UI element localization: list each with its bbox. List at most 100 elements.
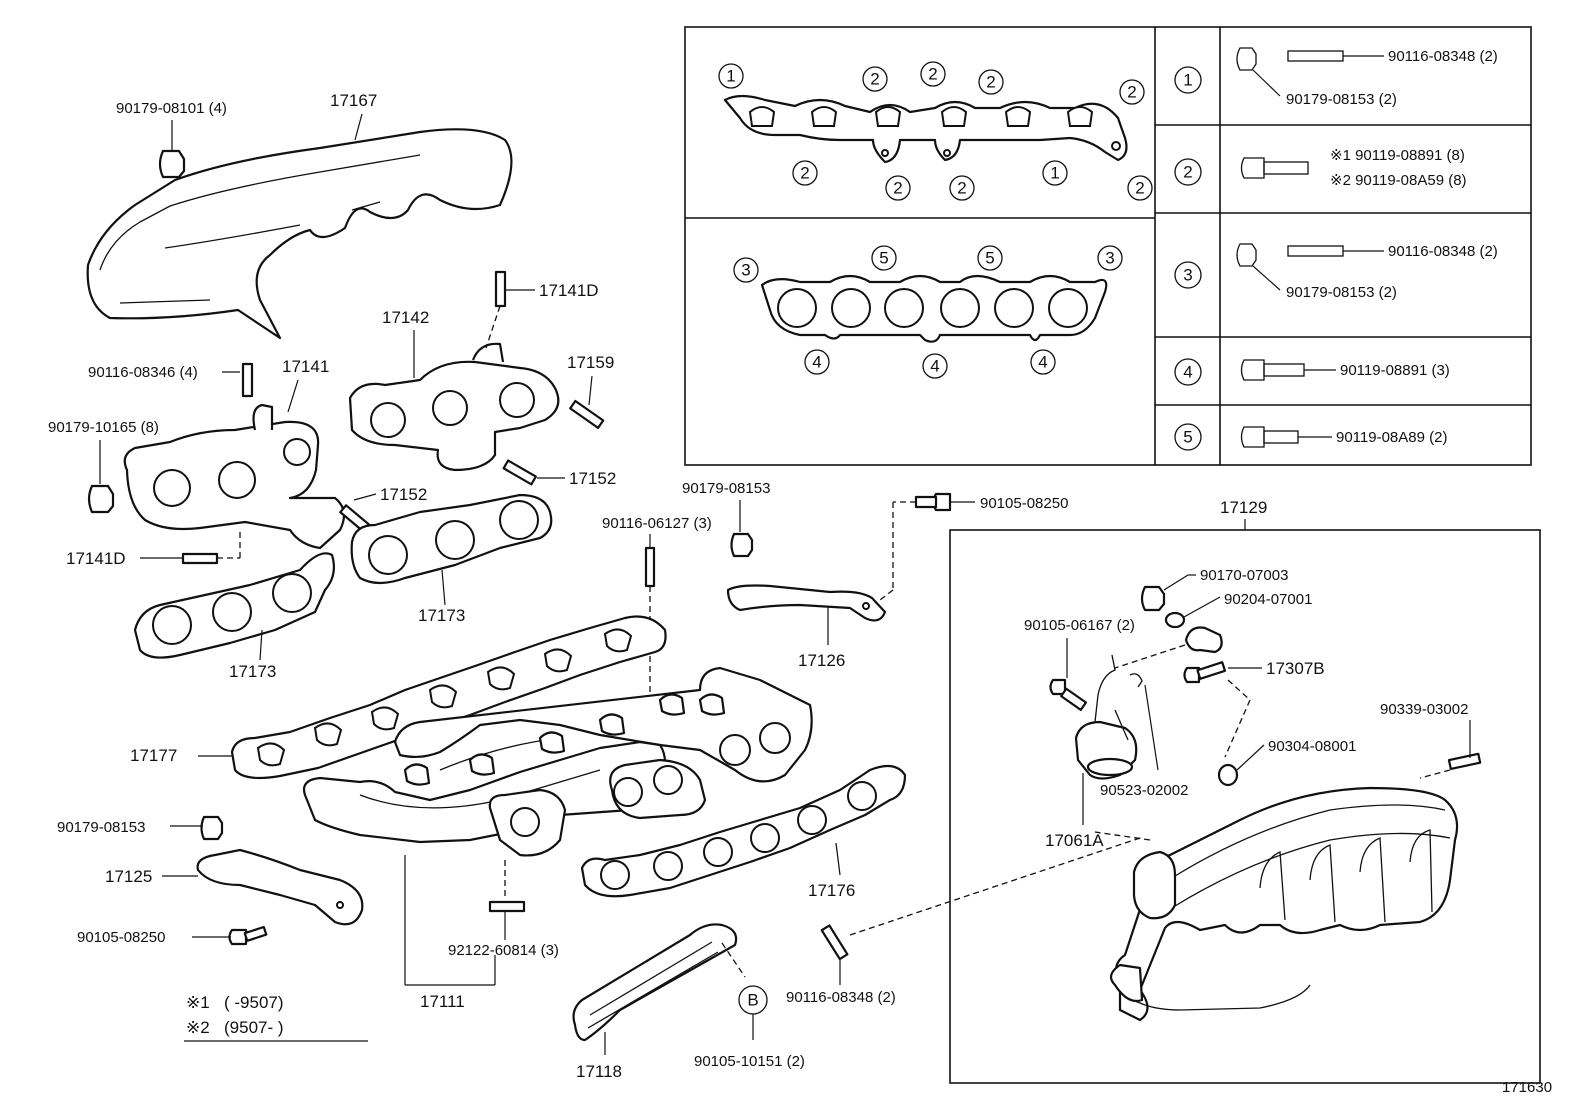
bolt-icon [1240, 359, 1336, 381]
label-17141: 17141 [282, 357, 329, 376]
label-90170-07003: 90170-07003 [1200, 567, 1288, 584]
label-17152-mid: 17152 [380, 485, 427, 504]
label-17152-right: 17152 [569, 469, 616, 488]
inset-gasket-marker: 4 [804, 349, 830, 375]
intake-gasket-17177 [230, 615, 667, 780]
svg-text:3: 3 [741, 261, 750, 280]
svg-text:5: 5 [985, 249, 994, 268]
inset-gasket-marker: 2 [978, 69, 1004, 95]
label-17159: 17159 [567, 353, 614, 372]
svg-text:1: 1 [1183, 71, 1192, 90]
washer-icon [1164, 611, 1186, 629]
label-90179-08153-top: 90179-08153 [682, 480, 770, 497]
inset-gasket-marker: 2 [862, 66, 888, 92]
label-90304-08001: 90304-08001 [1268, 738, 1356, 755]
inset-gasket-marker: 2 [1119, 79, 1145, 105]
inset-table-key: 3 [1174, 261, 1202, 289]
stud-icon [502, 459, 537, 486]
nut-icon [158, 149, 186, 179]
bolt-icon [1183, 661, 1227, 684]
svg-text:2: 2 [1183, 163, 1192, 182]
label-90116-06127: 90116-06127 (3) [602, 515, 712, 532]
svg-text:2: 2 [893, 179, 902, 198]
stay-17126 [726, 584, 887, 622]
stud-icon [494, 270, 507, 308]
label-92122-60814: 92122-60814 (3) [448, 942, 559, 959]
vsv-bracket [1184, 626, 1223, 654]
stud-icon [241, 362, 254, 398]
inset-gasket-marker: 1 [718, 63, 744, 89]
stud-icon [644, 546, 656, 588]
heat-insulator-17167 [86, 128, 513, 340]
nut-icon [1236, 47, 1281, 97]
reference-b-marker: B [738, 985, 768, 1015]
inset-row2-line2: ※2 90119-08A59 (8) [1330, 172, 1467, 189]
note-text-2: (9507- ) [224, 1018, 284, 1037]
label-17129: 17129 [1220, 498, 1267, 517]
svg-text:2: 2 [957, 179, 966, 198]
actuator-17061A [1074, 654, 1138, 780]
label-90523-02002: 90523-02002 [1100, 782, 1188, 799]
inset-row3-line1: 90116-08348 (2) [1388, 243, 1498, 260]
inset-gasket-marker: 2 [1127, 175, 1153, 201]
svg-text:4: 4 [930, 357, 939, 376]
svg-text:B: B [747, 991, 758, 1010]
stay-17125 [196, 848, 364, 926]
bolt-icon [228, 925, 268, 946]
inset-row3-line2: 90179-08153 (2) [1286, 284, 1397, 301]
label-17142: 17142 [382, 308, 429, 327]
svg-text:2: 2 [1127, 83, 1136, 102]
nut-icon [200, 815, 224, 841]
inset-gasket-marker: 1 [1042, 160, 1068, 186]
inset-gasket-upper [723, 94, 1128, 164]
label-17141D-left: 17141D [66, 549, 126, 568]
svg-text:2: 2 [1135, 179, 1144, 198]
bolt-icon [1240, 157, 1309, 179]
inset-gasket-marker: 3 [1097, 245, 1123, 271]
label-90204-07001: 90204-07001 [1224, 591, 1312, 608]
intake-air-chamber [1109, 786, 1459, 1022]
svg-text:2: 2 [870, 70, 879, 89]
label-17176: 17176 [808, 881, 855, 900]
label-90105-08250-top: 90105-08250 [980, 495, 1068, 512]
inset-row1-line2: 90179-08153 (2) [1286, 91, 1397, 108]
label-17177: 17177 [130, 746, 177, 765]
svg-text:3: 3 [1105, 249, 1114, 268]
intake-gasket-17176 [580, 764, 907, 898]
exhaust-gasket-17173-left [133, 552, 335, 659]
diagram-code: 171630 [1502, 1079, 1552, 1096]
nut-icon [1236, 243, 1281, 291]
label-17173-left: 17173 [229, 662, 276, 681]
stud-icon [569, 399, 605, 429]
stud-icon [181, 552, 219, 565]
label-17141D-top: 17141D [539, 281, 599, 300]
stud-bolt-icon [1287, 50, 1384, 62]
stay-17118 [572, 923, 738, 1042]
label-90116-08348-bottom: 90116-08348 (2) [786, 989, 896, 1006]
label-90179-08101: 90179-08101 (4) [116, 100, 227, 117]
exhaust-manifold-17142 [348, 342, 560, 472]
inset-table-key: 5 [1174, 423, 1202, 451]
label-90179-10165: 90179-10165 (8) [48, 419, 159, 436]
inset-row4-line1: 90119-08891 (3) [1340, 362, 1450, 379]
bolt-icon [1240, 426, 1332, 448]
stud-icon [820, 924, 849, 961]
label-90339-03002: 90339-03002 [1380, 701, 1468, 718]
svg-text:2: 2 [800, 164, 809, 183]
label-17061A: 17061A [1045, 831, 1104, 850]
label-17111: 17111 [420, 992, 465, 1011]
label-17125: 17125 [105, 867, 152, 886]
inset-gasket-marker: 2 [885, 175, 911, 201]
inset-row5-line1: 90119-08A89 (2) [1336, 429, 1447, 446]
svg-text:5: 5 [1183, 428, 1192, 447]
svg-text:5: 5 [879, 249, 888, 268]
svg-text:2: 2 [986, 73, 995, 92]
hose-clip-icon [1129, 673, 1143, 688]
label-17118: 17118 [576, 1062, 622, 1081]
bolt-icon [1049, 678, 1088, 711]
inset-table-key: 1 [1174, 66, 1202, 94]
inset-table-key: 2 [1174, 158, 1202, 186]
note-mark-2: ※2 [186, 1018, 210, 1037]
label-17167: 17167 [330, 91, 377, 110]
